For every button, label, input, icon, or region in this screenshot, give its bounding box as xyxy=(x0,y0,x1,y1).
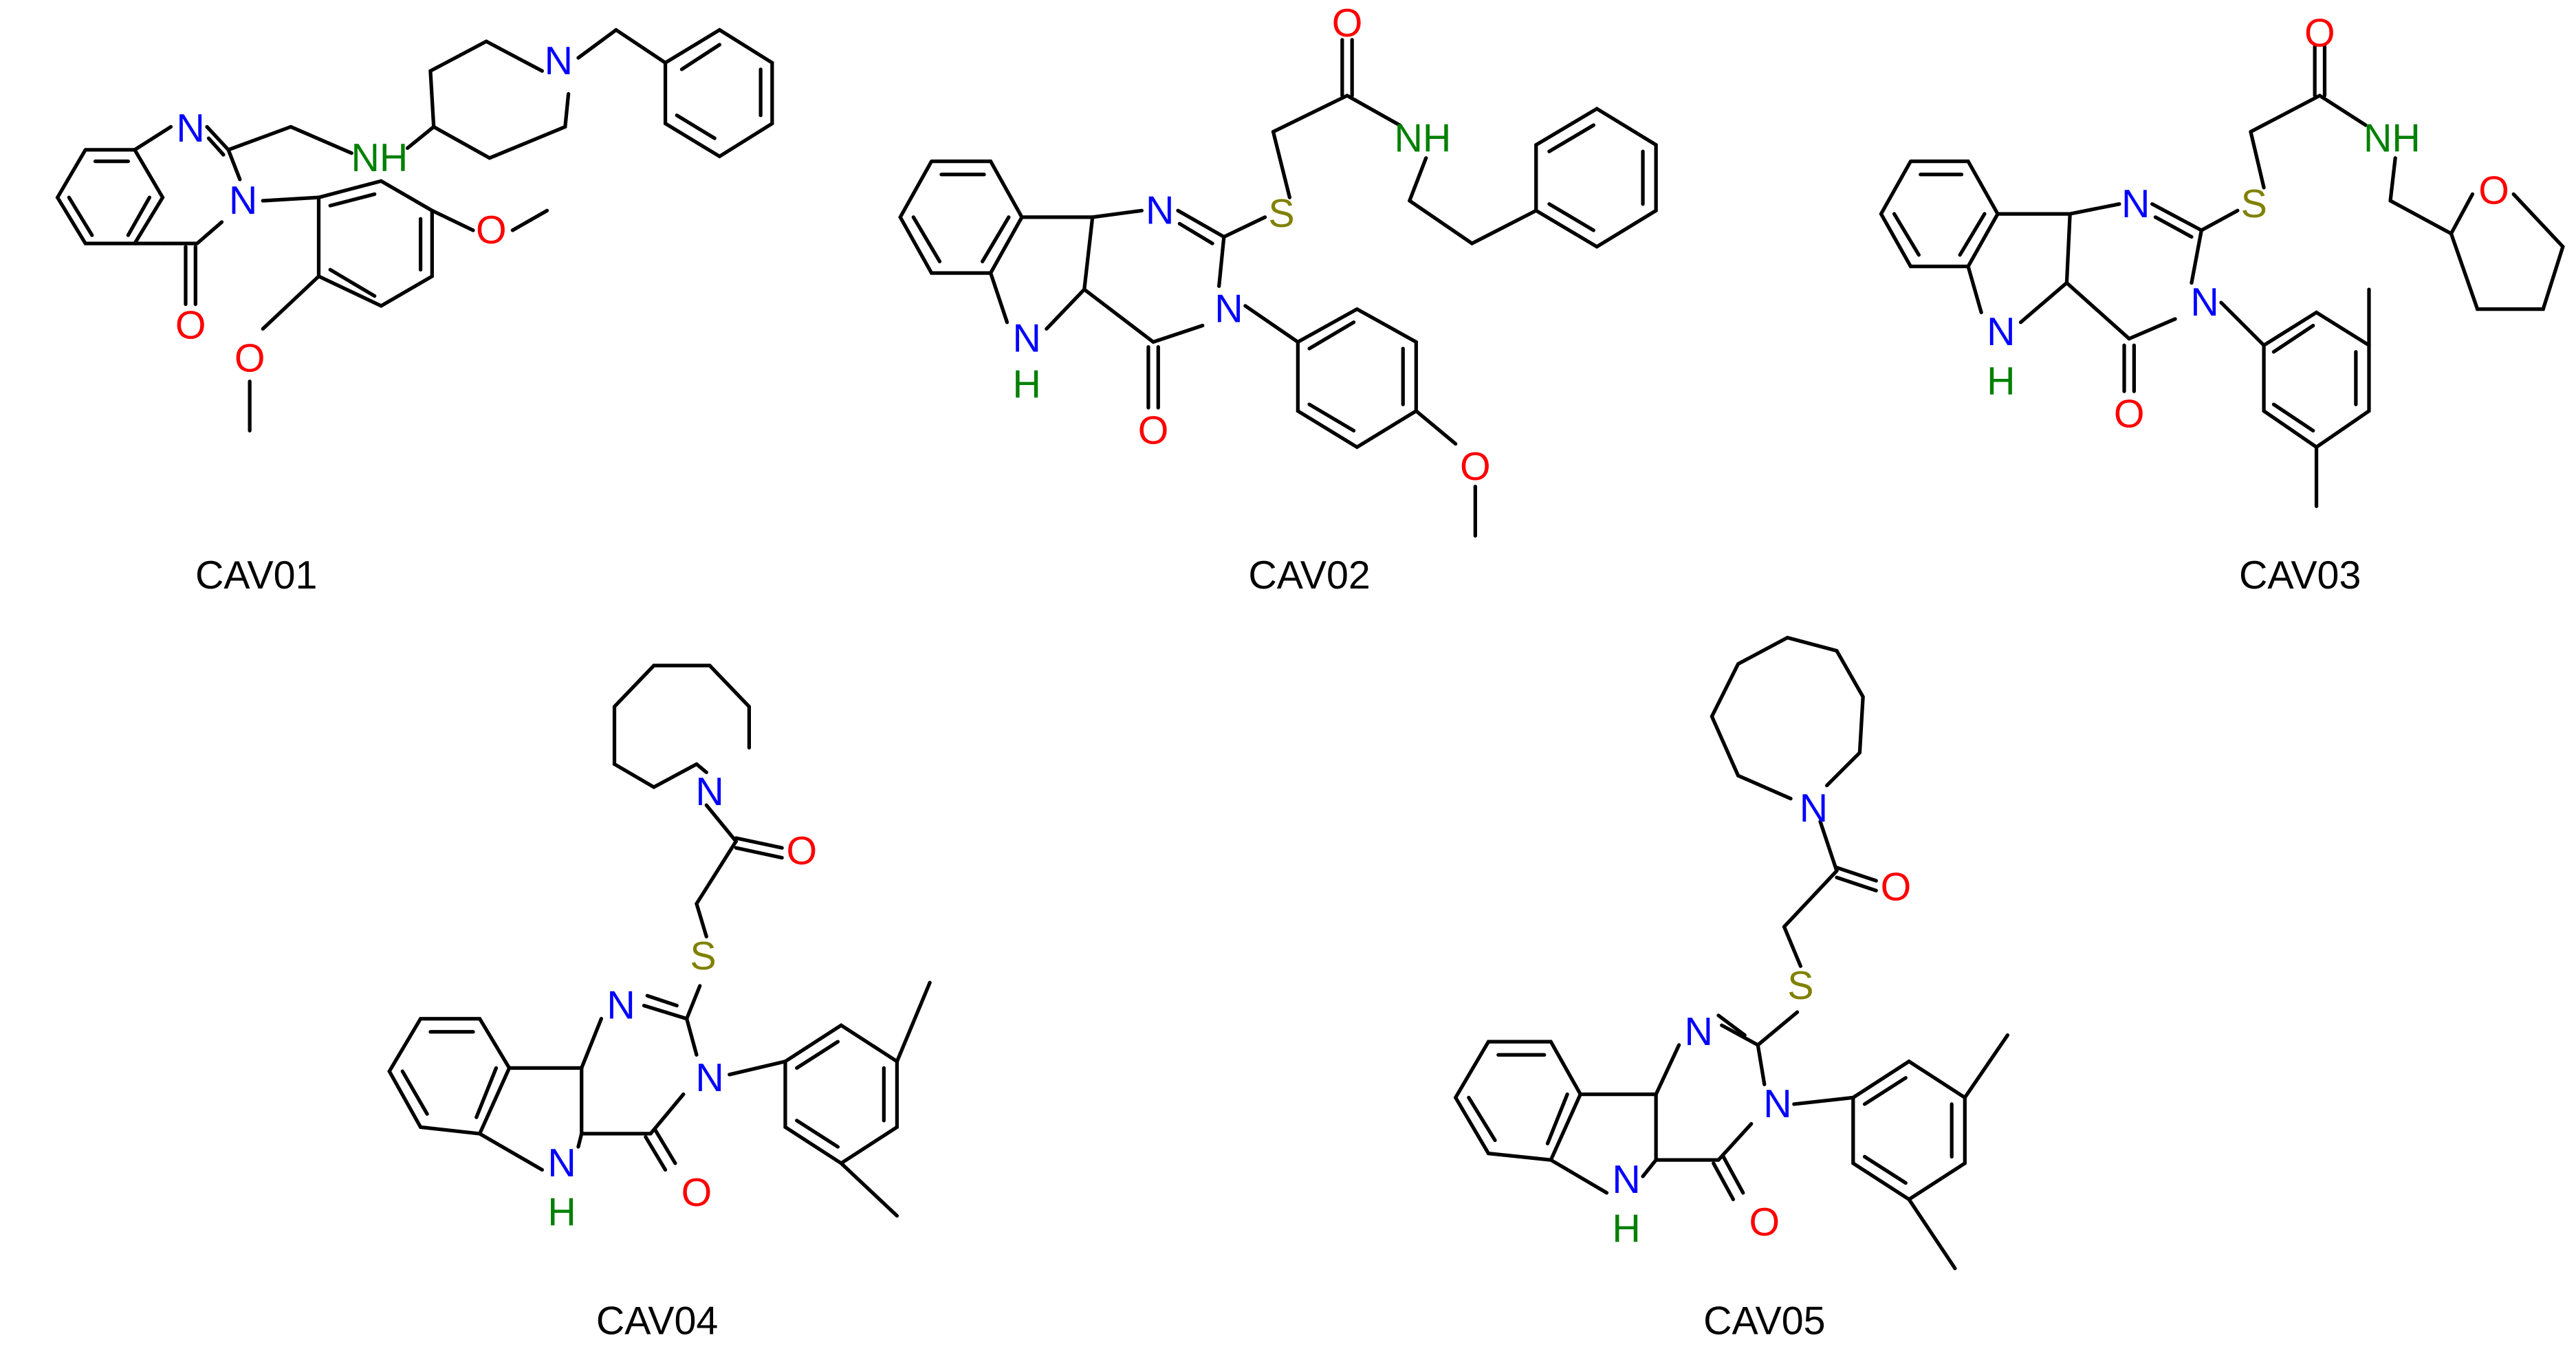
atom-o-cav01-2: O xyxy=(476,208,507,252)
atom-o-cav03-1: O xyxy=(2114,393,2145,437)
atom-labels-cav05: N O S N N N H O xyxy=(1612,787,1911,1251)
atom-n-cav02-3: N xyxy=(1214,287,1243,331)
atom-n-cav05-2: N xyxy=(1685,1010,1713,1054)
atom-o-cav03-2: O xyxy=(2304,11,2335,55)
atom-o-cav01-3: O xyxy=(234,336,265,380)
molecule-cav04 xyxy=(387,663,932,1218)
compound-label-cav01: CAV01 xyxy=(195,553,317,597)
atom-s-cav02: S xyxy=(1268,192,1294,236)
molecule-cav05 xyxy=(1453,635,2010,1271)
atom-o-cav04-2: O xyxy=(681,1171,712,1215)
atom-o-cav02-3: O xyxy=(1460,445,1491,489)
atom-n-cav01-2: N xyxy=(229,179,257,223)
atom-o-cav01-1: O xyxy=(175,304,206,348)
atom-h-cav04: H xyxy=(547,1191,576,1235)
atom-h-cav05: H xyxy=(1612,1207,1640,1251)
atom-n-cav01-1: N xyxy=(176,107,204,151)
atom-n-cav04-4: N xyxy=(547,1141,576,1185)
atom-s-cav05: S xyxy=(1787,964,1813,1008)
molecule-cav03 xyxy=(1879,44,2565,508)
atom-h-cav02: H xyxy=(1012,363,1040,407)
atom-labels-cav02: N N H N S O O NH O xyxy=(1012,1,1490,489)
atom-n-cav03-1: N xyxy=(2121,182,2150,226)
atom-o-cav05-1: O xyxy=(1881,866,1912,910)
atom-o-cav05-2: O xyxy=(1749,1200,1780,1244)
compound-label-cav05: CAV05 xyxy=(1703,1299,1825,1343)
atom-n-cav04-2: N xyxy=(607,984,635,1028)
atom-n-cav03-3: N xyxy=(2190,281,2218,325)
atom-n-cav05-4: N xyxy=(1612,1158,1640,1202)
atom-s-cav03: S xyxy=(2241,182,2267,226)
atom-s-cav04: S xyxy=(690,934,716,978)
atom-n-cav02-2: N xyxy=(1012,317,1040,361)
atom-n-cav04-1: N xyxy=(695,770,723,814)
atom-n-cav04-3: N xyxy=(695,1056,723,1100)
compound-label-cav04: CAV04 xyxy=(596,1299,718,1343)
atom-o-cav02-1: O xyxy=(1138,409,1169,453)
atom-labels-cav01: N N NH N O O O xyxy=(175,39,573,380)
atom-n-cav05-3: N xyxy=(1763,1082,1791,1126)
atom-n-cav03-2: N xyxy=(1987,310,2015,354)
molecule-cav01 xyxy=(55,28,774,433)
compound-label-cav02: CAV02 xyxy=(1248,553,1370,597)
atom-labels-cav04: N O S N N N H O xyxy=(547,770,817,1235)
atom-o-cav02-2: O xyxy=(1332,1,1363,45)
compound-label-cav03: CAV03 xyxy=(2239,553,2361,597)
atom-nh-cav01: NH xyxy=(351,136,408,180)
molecule-cav02 xyxy=(898,38,1658,538)
atom-nh-cav02: NH xyxy=(1394,116,1451,160)
atom-n-cav05-1: N xyxy=(1800,787,1828,831)
atom-h-cav03: H xyxy=(1987,360,2015,404)
atom-n-cav02-1: N xyxy=(1146,188,1174,232)
atom-labels-cav03: N N H N S O O NH O xyxy=(1987,11,2509,436)
atom-nh-cav03: NH xyxy=(2364,116,2421,160)
atom-o-cav04-1: O xyxy=(787,829,818,873)
atom-o-cav03-3: O xyxy=(2478,169,2509,213)
atom-n-cav01-3: N xyxy=(545,39,573,83)
